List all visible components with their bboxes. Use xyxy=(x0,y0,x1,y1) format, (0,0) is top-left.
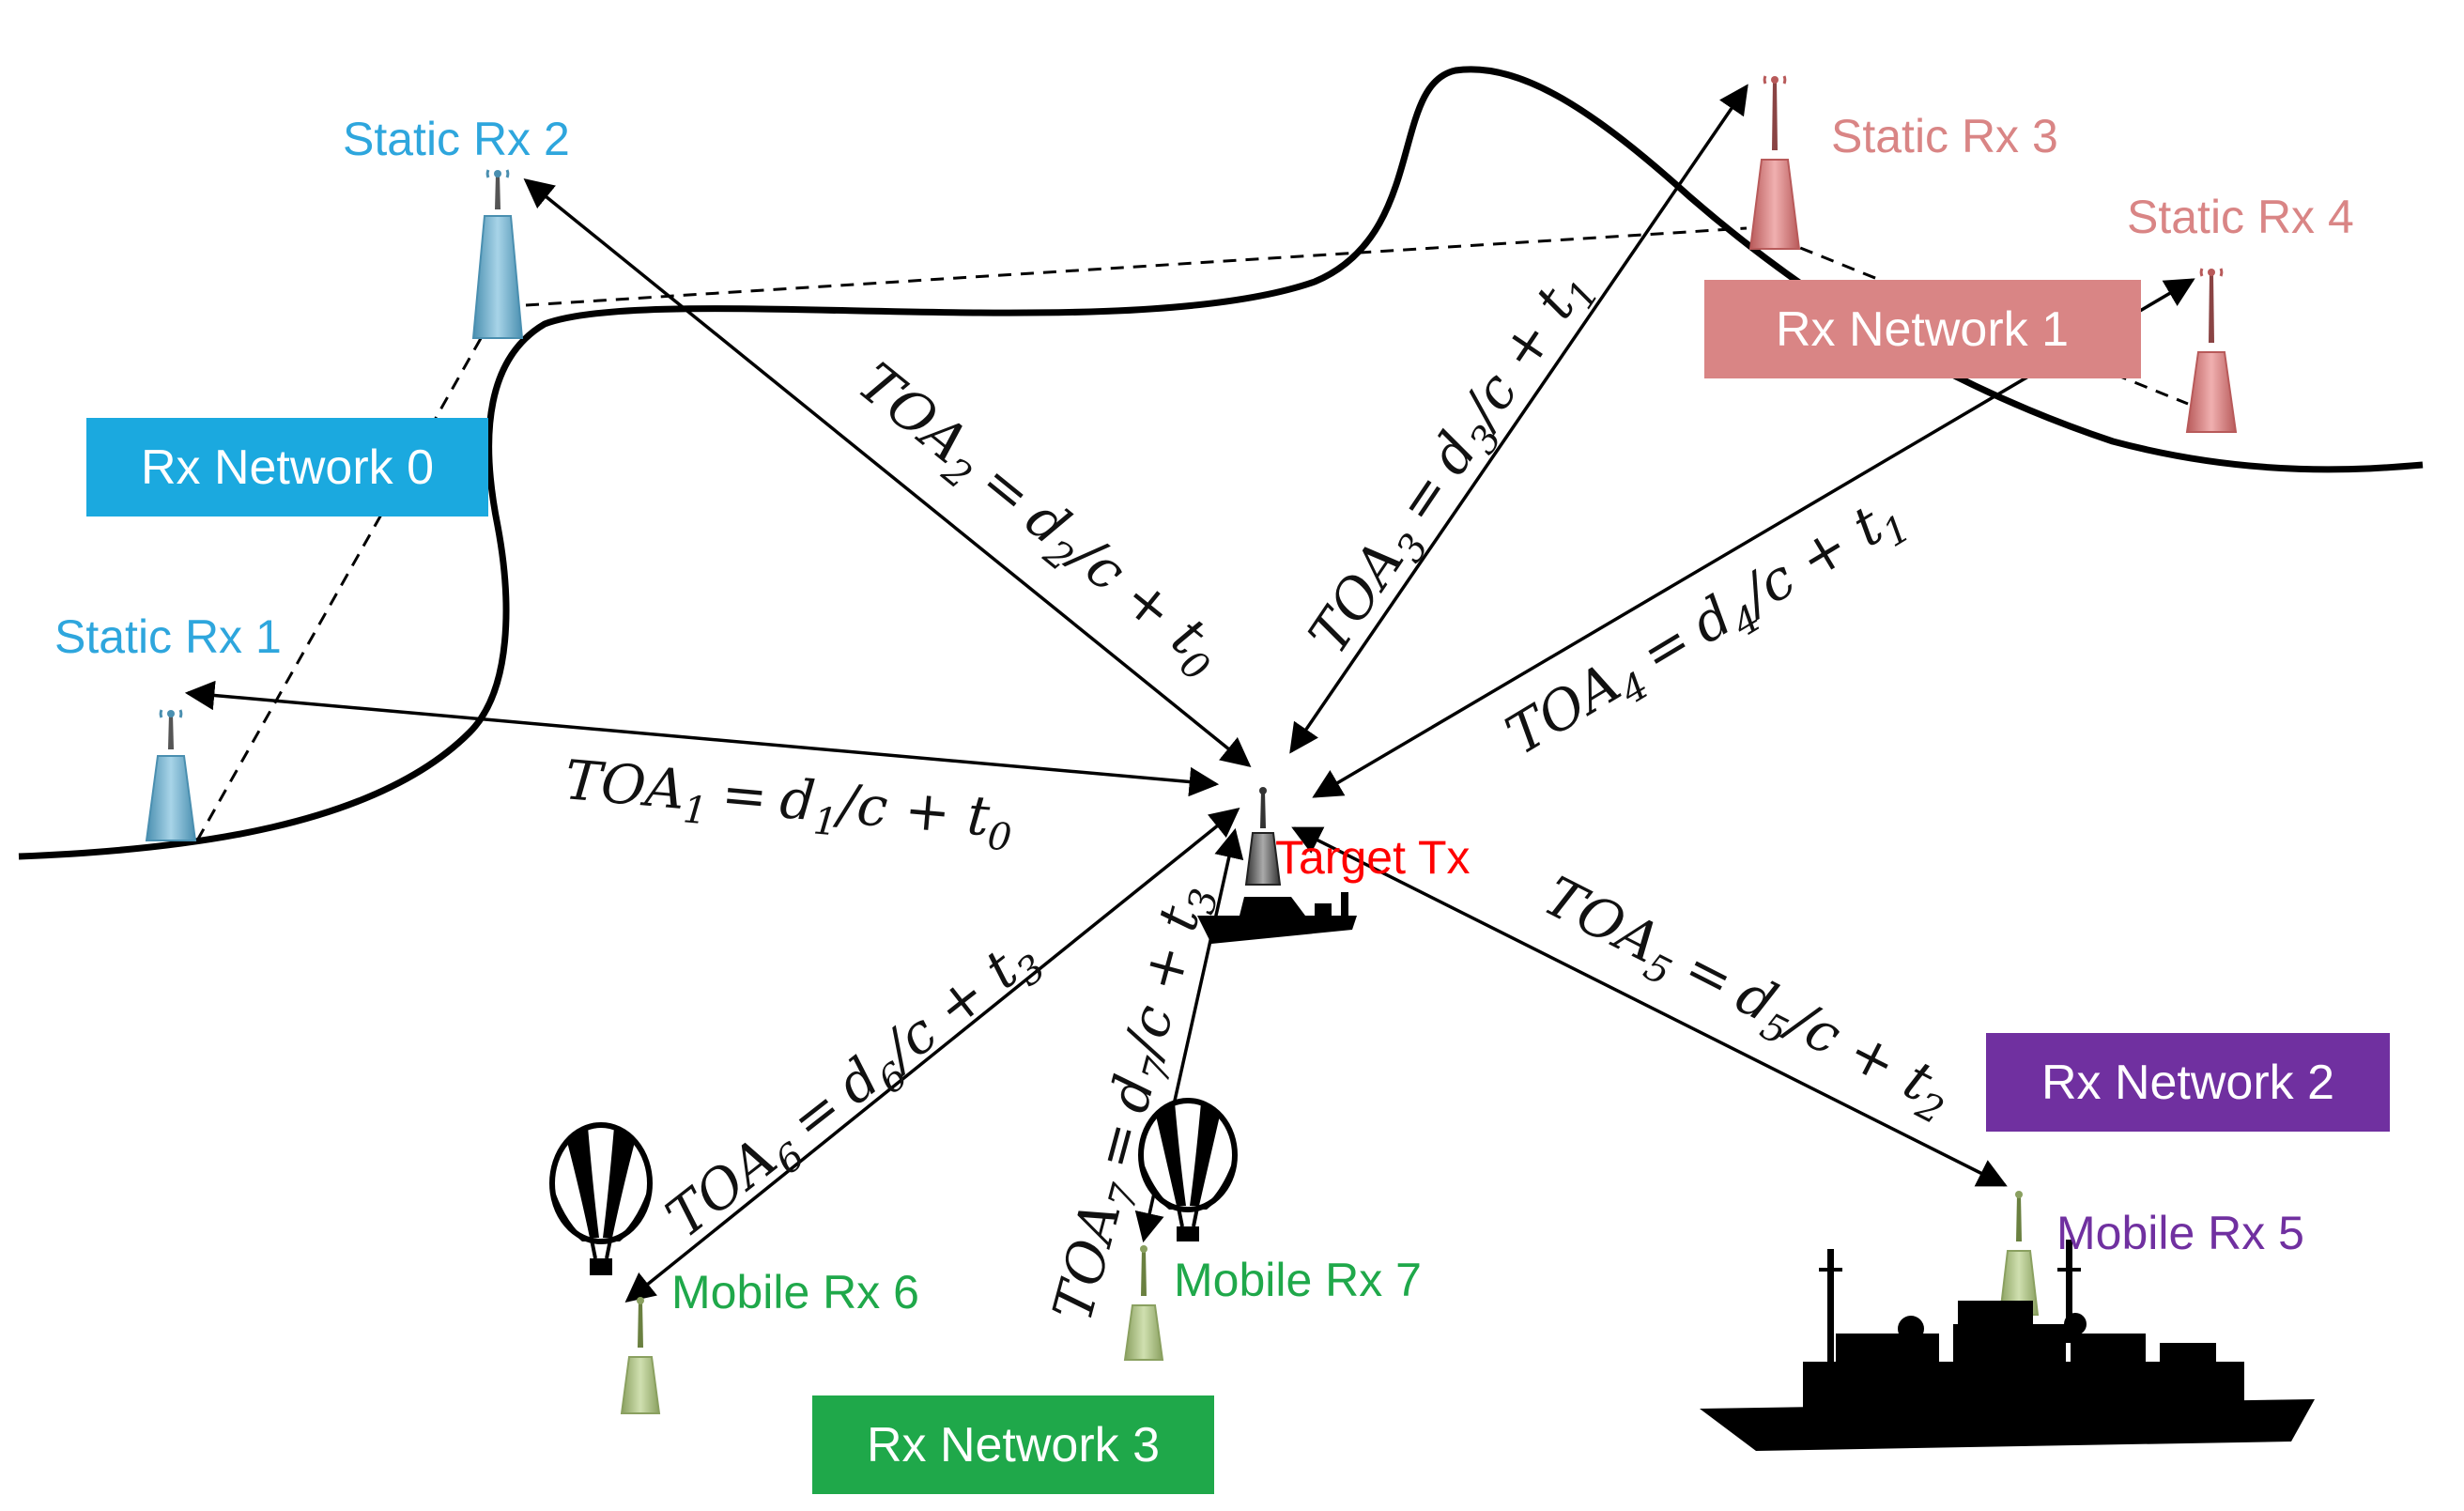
antenna-mobile-rx-5 xyxy=(1998,1191,2040,1316)
balloon-icon-right xyxy=(1138,1098,1238,1241)
svg-text:TOA2=d2/c + t0: TOA2=d2/c + t0 xyxy=(840,350,1236,690)
svg-text:TOA3=d3/c + t1: TOA3=d3/c + t1 xyxy=(1296,256,1609,671)
toa-arrow-1 xyxy=(184,680,1220,797)
label-mobile-rx-5: Mobile Rx 5 xyxy=(2056,1207,2304,1259)
svg-text:Rx Network 0: Rx Network 0 xyxy=(141,440,434,495)
label-static-rx-4: Static Rx 4 xyxy=(2127,191,2354,243)
equation-toa-5: TOA5=d5/c + t2 xyxy=(1530,864,1964,1133)
label-mobile-rx-6: Mobile Rx 6 xyxy=(671,1266,919,1318)
antenna-static-rx-2 xyxy=(471,169,524,339)
boat-icon xyxy=(1197,892,1357,944)
label-target-tx: Target Tx xyxy=(1275,831,1471,884)
network-box-1: Rx Network 1 xyxy=(1704,280,2141,378)
svg-text:Rx Network 1: Rx Network 1 xyxy=(1776,302,2069,357)
equation-toa-1: TOA1=d1/c + t0 xyxy=(562,748,1016,859)
label-mobile-rx-7: Mobile Rx 7 xyxy=(1174,1254,1422,1306)
equation-toa-3: TOA3=d3/c + t1 xyxy=(1296,256,1609,671)
label-static-rx-3: Static Rx 3 xyxy=(1831,110,2058,162)
antenna-target-tx xyxy=(1244,787,1282,886)
equation-toa-6: TOA6=d6/c + t3 xyxy=(654,923,1055,1257)
warship-icon xyxy=(1700,1240,2315,1451)
svg-text:TOA1=d1/c + t0: TOA1=d1/c + t0 xyxy=(562,748,1016,859)
antenna-static-rx-1 xyxy=(145,709,197,841)
label-static-rx-2: Static Rx 2 xyxy=(343,113,570,165)
svg-text:TOA6=d6/c + t3: TOA6=d6/c + t3 xyxy=(654,923,1055,1257)
equation-toa-2: TOA2=d2/c + t0 xyxy=(840,350,1236,690)
network-box-2: Rx Network 2 xyxy=(1986,1033,2390,1132)
network-box-0: Rx Network 0 xyxy=(86,418,488,517)
antenna-mobile-rx-7 xyxy=(1123,1245,1164,1361)
antenna-mobile-rx-6 xyxy=(620,1297,661,1414)
svg-text:Rx Network 3: Rx Network 3 xyxy=(867,1418,1160,1472)
balloon-icon-left xyxy=(549,1122,653,1275)
network-box-3: Rx Network 3 xyxy=(812,1395,1214,1494)
antenna-static-rx-4 xyxy=(2185,268,2238,433)
svg-text:TOA4=d4/c + t1: TOA4=d4/c + t1 xyxy=(1495,481,1918,776)
svg-text:TOA5=d5/c + t2: TOA5=d5/c + t2 xyxy=(1530,864,1964,1133)
toa-arrow-5 xyxy=(1291,826,2008,1187)
antenna-static-rx-3 xyxy=(1748,75,1801,250)
svg-text:Rx Network 2: Rx Network 2 xyxy=(2041,1056,2334,1110)
label-static-rx-1: Static Rx 1 xyxy=(54,610,282,663)
equation-toa-4: TOA4=d4/c + t1 xyxy=(1495,481,1918,776)
toa-arrow-2 xyxy=(523,178,1252,767)
